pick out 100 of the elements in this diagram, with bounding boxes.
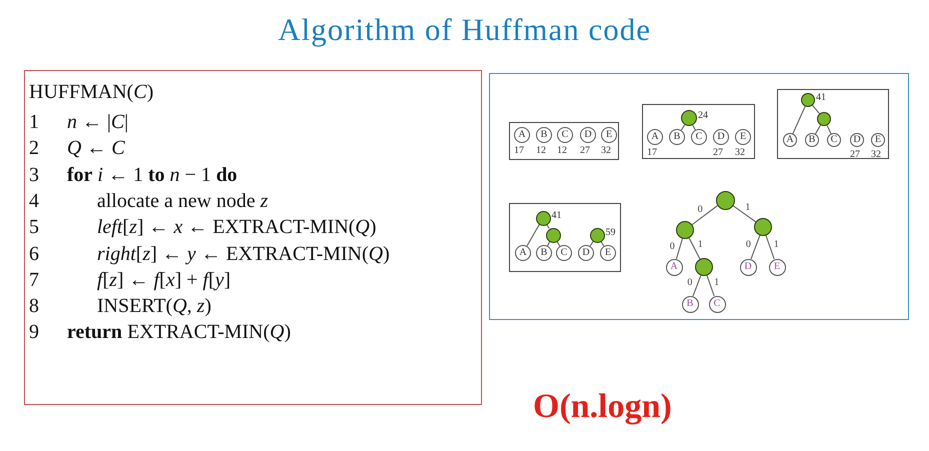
tree-edge — [590, 240, 594, 247]
code-line: allocate a new node z — [97, 190, 268, 212]
leaf-circle: E — [600, 245, 616, 261]
leaf-circle: B — [536, 245, 552, 261]
internal-node-circle — [590, 228, 604, 242]
code-line: left[z] ← x ← EXTRACT-MIN(Q) — [97, 216, 376, 238]
weight-label: 17 — [647, 148, 657, 158]
step-frame — [509, 203, 621, 272]
line-number: 7 — [29, 268, 39, 291]
line-number: 5 — [29, 216, 39, 238]
leaf-circle: A — [647, 129, 663, 145]
tree-edge — [526, 224, 540, 247]
tree-edge — [692, 205, 718, 226]
internal-node-circle — [681, 110, 697, 126]
tree-edge — [765, 235, 775, 260]
internal-node-circle — [716, 190, 734, 210]
leaf-circle: E — [871, 133, 885, 147]
complexity-label: O(n.logn) — [533, 388, 672, 426]
weight-label: 32 — [871, 150, 881, 160]
code-line: for i ← 1 to n − 1 do — [67, 164, 238, 186]
internal-node-circle — [676, 221, 694, 239]
leaf-circle: C — [556, 245, 572, 261]
code-line: return EXTRACT-MIN(Q) — [67, 321, 291, 344]
title: Algorithm of Huffman code — [276, 12, 652, 48]
tree-edge — [547, 241, 550, 246]
weight-label: 27 — [713, 148, 723, 158]
leaf-circle: C — [557, 127, 573, 143]
tree-edge — [688, 238, 700, 260]
leaf-circle: D — [850, 133, 864, 147]
leaf-circle: B — [536, 127, 552, 143]
tree-edge — [546, 224, 550, 230]
leaf-circle: D — [713, 129, 729, 145]
weight-label: 59 — [606, 228, 616, 238]
line-number: 2 — [29, 137, 39, 160]
tree-edge — [556, 240, 560, 247]
leaf-circle: E — [768, 258, 786, 276]
code-line: f[z] ← f[x] + f[y] — [97, 268, 231, 291]
weight-label: 27 — [850, 150, 860, 160]
leaf-circle: A — [783, 133, 797, 147]
weight-label: 24 — [698, 111, 708, 121]
procedure-header: HUFFMAN(C) — [29, 81, 154, 103]
internal-node-circle — [695, 258, 713, 276]
edge-label: 0 — [746, 240, 751, 250]
line-number: 1 — [29, 111, 39, 133]
edge-label: 0 — [687, 278, 692, 288]
leaf-circle: C — [691, 129, 707, 145]
code-line: n ← |C| — [67, 111, 128, 133]
tree-edge — [706, 275, 715, 296]
edge-label: 0 — [670, 242, 675, 252]
tree-edge — [676, 238, 683, 260]
leaf-circle: E — [601, 127, 617, 143]
tree-edge — [812, 104, 820, 114]
tree-edge — [692, 274, 702, 297]
weight-label: 41 — [816, 93, 826, 103]
edge-label: 0 — [698, 204, 703, 215]
step-frame — [509, 122, 619, 160]
line-number: 6 — [29, 242, 39, 264]
leaf-circle: B — [805, 133, 819, 147]
leaf-circle: B — [682, 296, 698, 312]
tree-edge — [680, 124, 686, 131]
tree-edge — [826, 124, 832, 134]
leaf-circle: D — [578, 245, 594, 261]
internal-node-circle — [546, 228, 560, 242]
weight-label: 32 — [601, 146, 611, 156]
leaf-circle: A — [515, 245, 531, 261]
leaf-circle: B — [669, 129, 685, 145]
weight-label: 12 — [557, 146, 567, 156]
leaf-circle: E — [735, 129, 751, 145]
internal-node-circle — [536, 210, 550, 226]
edge-label: 1 — [698, 240, 703, 250]
line-number: 3 — [29, 164, 39, 186]
line-number: 9 — [29, 321, 39, 344]
leaf-circle: D — [740, 258, 756, 276]
edge-label: 1 — [774, 240, 779, 250]
code-panel — [24, 70, 482, 405]
leaf-circle: A — [514, 127, 530, 143]
leaf-circle: D — [580, 127, 596, 143]
step-frame — [777, 89, 889, 159]
internal-node-circle — [801, 93, 815, 107]
tree-edge — [814, 124, 822, 134]
tree-edge — [792, 106, 806, 134]
internal-node-circle — [754, 218, 772, 236]
tree-edge — [732, 205, 756, 222]
edge-label: 1 — [745, 202, 750, 213]
edge-label: 1 — [714, 278, 720, 288]
code-line: Q ← C — [67, 137, 125, 160]
weight-label: 17 — [514, 146, 524, 156]
weight-label: 12 — [536, 146, 546, 156]
step-frame — [642, 104, 755, 159]
code-line: right[z] ← y ← EXTRACT-MIN(Q) — [97, 242, 390, 264]
leaf-circle: C — [708, 296, 726, 312]
leaf-circle: C — [827, 133, 841, 147]
line-number: 8 — [29, 295, 39, 318]
illustration-panel — [489, 73, 909, 320]
weight-label: 41 — [552, 211, 562, 221]
tree-edge — [600, 240, 604, 247]
weight-label: 27 — [580, 146, 590, 156]
tree-edge — [692, 124, 696, 130]
code-line: INSERT(Q, z) — [97, 295, 212, 318]
tree-edge — [750, 234, 760, 260]
